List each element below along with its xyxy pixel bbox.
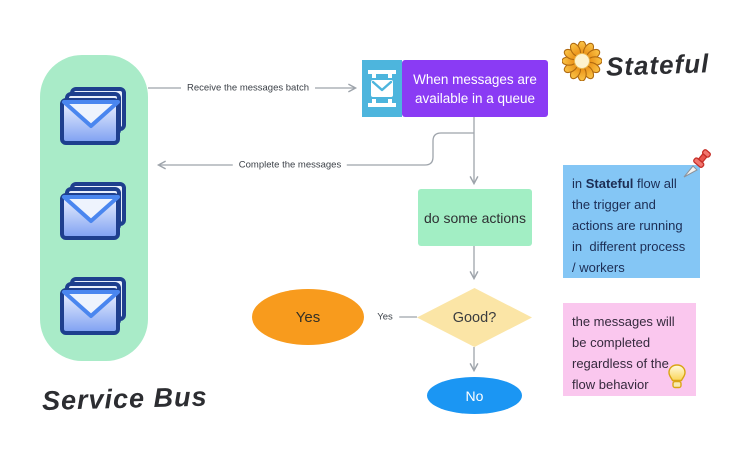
decision-node: Good? bbox=[417, 288, 532, 347]
service-bus-container bbox=[40, 55, 148, 361]
note-line: in different process bbox=[572, 239, 686, 254]
flower-icon bbox=[562, 40, 602, 81]
note-line: the messages will bbox=[572, 314, 675, 329]
mail-stack-icon bbox=[60, 87, 128, 145]
action-node: do some actions bbox=[418, 189, 532, 246]
service-bus-trigger-icon bbox=[362, 60, 402, 117]
trigger-node: When messages are available in a queue bbox=[362, 60, 548, 117]
stateful-note: in Stateful flow all the trigger and act… bbox=[563, 149, 711, 278]
no-node: No bbox=[427, 377, 522, 414]
mail-stack-icon bbox=[60, 182, 128, 240]
yes-branch-label: Yes bbox=[371, 311, 399, 323]
lightbulb-icon bbox=[668, 364, 686, 389]
service-bus-label: Service Bus bbox=[41, 381, 208, 416]
note-line: actions are running bbox=[572, 218, 683, 233]
pushpin-icon bbox=[683, 149, 711, 178]
note-line: flow behavior bbox=[572, 377, 649, 392]
note-line: the trigger and bbox=[572, 197, 656, 212]
mail-stack-icon bbox=[60, 277, 128, 335]
decision-text: Good? bbox=[452, 309, 497, 326]
trigger-text: When messages are available in a queue bbox=[402, 60, 548, 117]
messages-note: the messages will be completed regardles… bbox=[563, 303, 696, 396]
note-line: regardless of the bbox=[572, 356, 669, 371]
note-line: be completed bbox=[572, 335, 651, 350]
note-line: in Stateful flow all bbox=[572, 176, 677, 191]
stateful-logo-text: Stateful bbox=[605, 48, 710, 82]
complete-arrow-label: Complete the messages bbox=[232, 159, 348, 171]
note-line: / workers bbox=[572, 260, 625, 275]
stateful-logo: Stateful bbox=[562, 40, 710, 82]
receive-arrow-label: Receive the messages batch bbox=[181, 82, 315, 94]
yes-node: Yes bbox=[252, 289, 364, 345]
